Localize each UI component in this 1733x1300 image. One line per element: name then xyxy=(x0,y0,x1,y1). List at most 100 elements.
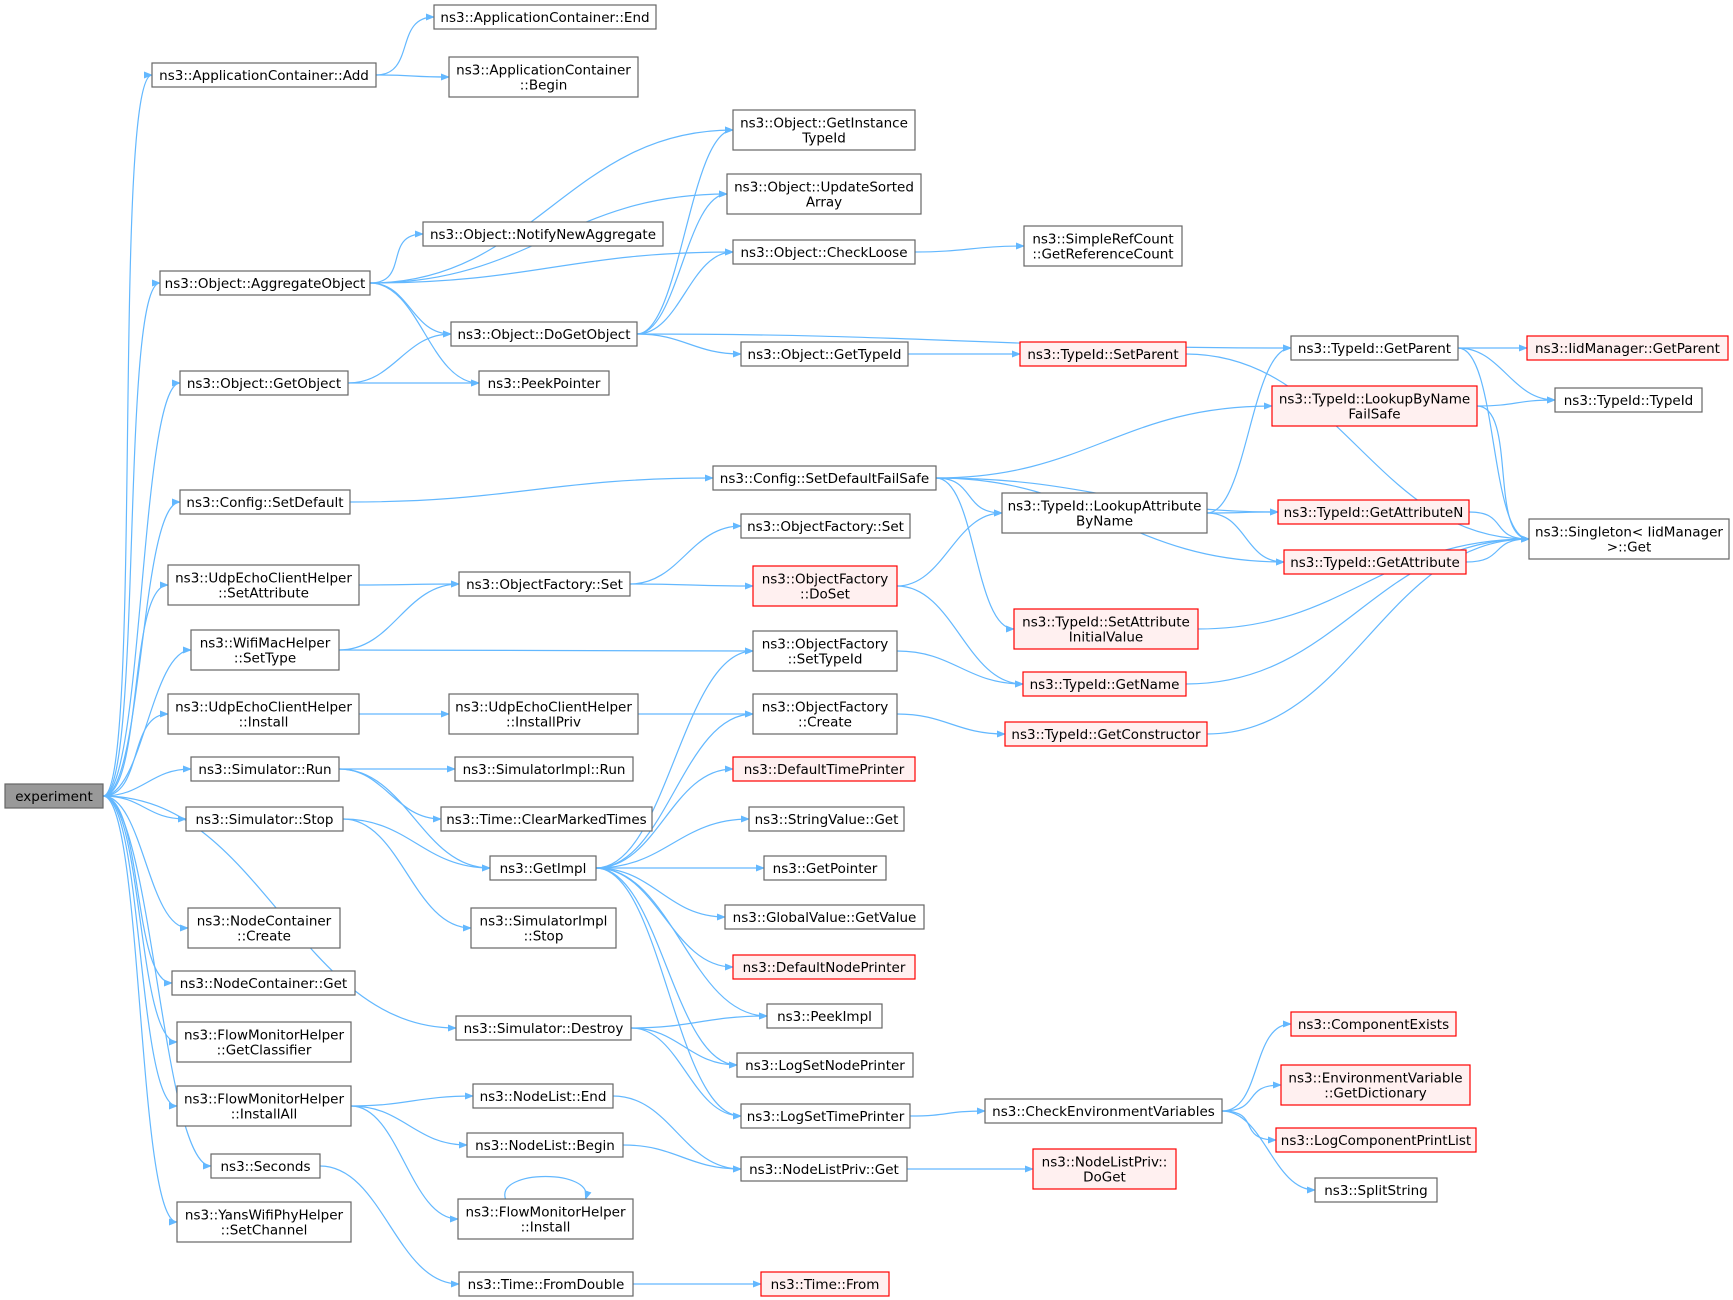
node-checkenvvars[interactable]: ns3::CheckEnvironmentVariables xyxy=(984,1098,1223,1124)
node-config_setdefault[interactable]: ns3::Config::SetDefault xyxy=(179,489,351,515)
node-label: ns3::SimulatorImpl::Run xyxy=(463,762,626,778)
node-label: FailSafe xyxy=(1348,407,1400,423)
node-sim_destroy[interactable]: ns3::Simulator::Destroy xyxy=(455,1015,632,1041)
node-config_setdefaultfs[interactable]: ns3::Config::SetDefaultFailSafe xyxy=(712,465,937,491)
node-peekpointer[interactable]: ns3::PeekPointer xyxy=(478,370,610,396)
node-obj_notify[interactable]: ns3::Object::NotifyNewAggregate xyxy=(422,221,664,247)
node-label: ns3::NodeListPriv:: xyxy=(1042,1155,1168,1171)
node-simimpl_stop[interactable]: ns3::SimulatorImpl::Stop xyxy=(470,907,617,949)
node-box xyxy=(1290,1011,1457,1037)
node-objfac_set2[interactable]: ns3::ObjectFactory::Set xyxy=(740,513,911,539)
node-sim_run[interactable]: ns3::Simulator::Run xyxy=(190,756,340,782)
node-label: ::Install xyxy=(521,1220,571,1236)
node-label: ns3::PeekPointer xyxy=(488,376,601,392)
node-nodecont_get[interactable]: ns3::NodeContainer::Get xyxy=(171,970,356,996)
edge-fm_installall-to-fm_install xyxy=(350,1105,459,1223)
node-box xyxy=(740,341,909,367)
node-obj_dogetobject[interactable]: ns3::Object::DoGetObject xyxy=(450,321,638,347)
node-splitstring[interactable]: ns3::SplitString xyxy=(1314,1177,1438,1203)
node-time_clearmarked[interactable]: ns3::Time::ClearMarkedTimes xyxy=(440,806,653,832)
node-box xyxy=(1032,1148,1177,1190)
node-envvar_getdict[interactable]: ns3::EnvironmentVariable::GetDictionary xyxy=(1280,1064,1471,1106)
node-app_begin[interactable]: ns3::ApplicationContainer::Begin xyxy=(448,56,639,98)
node-logsettimeprinter[interactable]: ns3::LogSetTimePrinter xyxy=(740,1103,911,1129)
node-udp_install[interactable]: ns3::UdpEchoClientHelper::Install xyxy=(167,693,360,735)
node-nodelist_end[interactable]: ns3::NodeList::End xyxy=(472,1083,614,1109)
node-simplerefcount[interactable]: ns3::SimpleRefCount::GetReferenceCount xyxy=(1023,225,1183,267)
node-obj_getobject[interactable]: ns3::Object::GetObject xyxy=(179,370,349,396)
node-componentexists[interactable]: ns3::ComponentExists xyxy=(1290,1011,1457,1037)
node-typeid_getattrN[interactable]: ns3::TypeId::GetAttributeN xyxy=(1277,499,1470,525)
node-box xyxy=(736,1052,914,1078)
nodes-layer: experiment ns3::ApplicationContainer::Add… xyxy=(4,4,1730,1297)
node-objfac_set[interactable]: ns3::ObjectFactory::Set xyxy=(458,571,631,597)
node-fm_installall[interactable]: ns3::FlowMonitorHelper::InstallAll xyxy=(176,1085,352,1127)
node-app_add[interactable]: ns3::ApplicationContainer::Add xyxy=(151,62,377,88)
node-wifimac_settype[interactable]: ns3::WifiMacHelper::SetType xyxy=(190,629,340,671)
node-getpointer[interactable]: ns3::GetPointer xyxy=(763,855,887,881)
node-fm_getclassifier[interactable]: ns3::FlowMonitorHelper::GetClassifier xyxy=(176,1021,352,1063)
node-nodecont_create[interactable]: ns3::NodeContainer::Create xyxy=(187,907,341,949)
node-globalvalue_getvalue[interactable]: ns3::GlobalValue::GetValue xyxy=(724,904,925,930)
node-nodelist_begin[interactable]: ns3::NodeList::Begin xyxy=(466,1132,624,1158)
node-label: ns3::SplitString xyxy=(1324,1183,1428,1199)
node-yans_setchannel[interactable]: ns3::YansWifiPhyHelper::SetChannel xyxy=(176,1201,352,1243)
node-seconds[interactable]: ns3::Seconds xyxy=(210,1153,321,1179)
node-box xyxy=(176,1085,352,1127)
node-defaultnodeprinter[interactable]: ns3::DefaultNodePrinter xyxy=(732,954,916,980)
node-label: ns3::ApplicationContainer::End xyxy=(440,10,649,26)
node-defaulttimeprinter[interactable]: ns3::DefaultTimePrinter xyxy=(732,756,916,782)
node-getimpl[interactable]: ns3::GetImpl xyxy=(489,855,597,881)
node-fm_install[interactable]: ns3::FlowMonitorHelper::Install xyxy=(457,1198,634,1240)
node-time_from[interactable]: ns3::Time::From xyxy=(760,1271,890,1297)
edge-getimpl-to-objfac_settypeid xyxy=(595,647,754,869)
node-typeid_getattr[interactable]: ns3::TypeId::GetAttribute xyxy=(1283,549,1467,575)
node-label: ns3::ObjectFactory xyxy=(762,637,889,653)
node-box xyxy=(1023,225,1183,267)
node-udp_installpriv[interactable]: ns3::UdpEchoClientHelper::InstallPriv xyxy=(448,693,639,735)
node-objfac_doset[interactable]: ns3::ObjectFactory::DoSet xyxy=(752,565,898,607)
node-simimpl_run[interactable]: ns3::SimulatorImpl::Run xyxy=(454,756,634,782)
node-iid_getparent[interactable]: ns3::IidManager::GetParent xyxy=(1526,335,1729,361)
node-experiment[interactable]: experiment xyxy=(4,783,104,809)
node-box xyxy=(740,1103,911,1129)
edge-obj_getobject-to-obj_dogetobject xyxy=(347,330,452,384)
node-label: ns3::Object::GetInstance xyxy=(740,116,908,132)
edge-obj_checkloose-to-simplerefcount xyxy=(914,242,1025,253)
node-objfac_create[interactable]: ns3::ObjectFactory::Create xyxy=(752,693,898,735)
node-logsetnodeprinter[interactable]: ns3::LogSetNodePrinter xyxy=(736,1052,914,1078)
node-typeid_setparent[interactable]: ns3::TypeId::SetParent xyxy=(1019,341,1187,367)
node-typeid_getname[interactable]: ns3::TypeId::GetName xyxy=(1022,671,1187,697)
node-label: ns3::GlobalValue::GetValue xyxy=(733,910,917,926)
node-peekimpl[interactable]: ns3::PeekImpl xyxy=(766,1003,883,1029)
node-nodelistpriv_get[interactable]: ns3::NodeListPriv::Get xyxy=(740,1156,908,1182)
node-label: ns3::TypeId::SetParent xyxy=(1027,347,1178,363)
node-box xyxy=(724,904,925,930)
node-label: ns3::ObjectFactory xyxy=(762,572,889,588)
node-obj_checkloose[interactable]: ns3::Object::CheckLoose xyxy=(732,239,916,265)
node-time_fromdouble[interactable]: ns3::Time::FromDouble xyxy=(458,1271,634,1297)
node-label: ns3::YansWifiPhyHelper xyxy=(185,1208,344,1224)
node-label: ns3::TypeId::GetAttributeN xyxy=(1284,505,1464,521)
node-label: ns3::TypeId::GetAttribute xyxy=(1290,555,1460,571)
edge-sim_stop-to-getimpl xyxy=(342,818,491,872)
node-singleton_get[interactable]: ns3::Singleton< IidManager >::Get xyxy=(1528,518,1730,560)
node-typeid_typeid[interactable]: ns3::TypeId::TypeId xyxy=(1554,387,1703,413)
node-sim_stop[interactable]: ns3::Simulator::Stop xyxy=(185,806,344,832)
node-label: ns3::ObjectFactory::Set xyxy=(747,519,904,535)
node-logcompprintlist[interactable]: ns3::LogComponentPrintList xyxy=(1275,1127,1477,1153)
node-typeid_getconstructor[interactable]: ns3::TypeId::GetConstructor xyxy=(1004,721,1208,747)
node-udp_setattr[interactable]: ns3::UdpEchoClientHelper::SetAttribute xyxy=(167,564,360,606)
node-obj_gettypeid[interactable]: ns3::Object::GetTypeId xyxy=(740,341,909,367)
node-stringvalue_get[interactable]: ns3::StringValue::Get xyxy=(748,806,905,832)
node-obj_agg[interactable]: ns3::Object::AggregateObject xyxy=(159,270,371,296)
node-app_end[interactable]: ns3::ApplicationContainer::End xyxy=(433,4,657,30)
node-nodelistpriv_doget[interactable]: ns3::NodeListPriv::DoGet xyxy=(1032,1148,1177,1190)
node-typeid_getparent[interactable]: ns3::TypeId::GetParent xyxy=(1290,335,1459,361)
node-objfac_settypeid[interactable]: ns3::ObjectFactory::SetTypeId xyxy=(752,630,898,672)
